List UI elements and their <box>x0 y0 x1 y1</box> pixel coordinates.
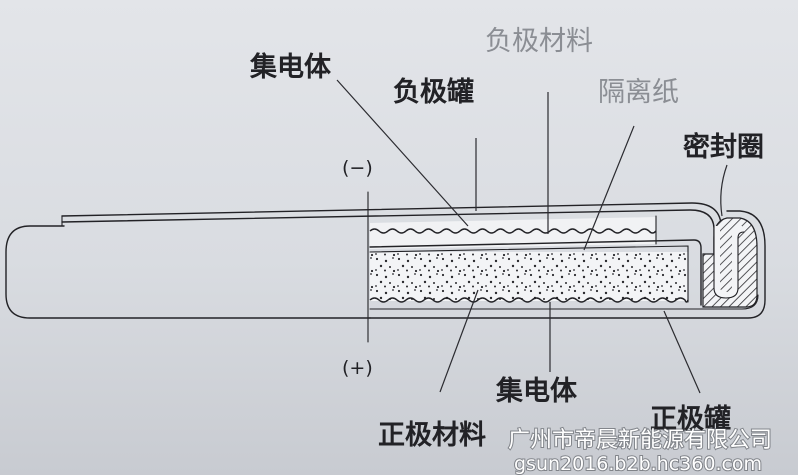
leader-collector-top <box>336 79 469 227</box>
cell-left-end <box>5 225 371 319</box>
watermark-url: gsun2016.b2b.hc360.com <box>514 453 762 475</box>
positive-can-inner-wall <box>369 294 759 310</box>
label-positive-terminal: (+) <box>342 357 373 379</box>
negative-material-region <box>370 217 656 249</box>
label-negative-terminal: (−) <box>342 157 373 179</box>
watermark-company: 广州市帝晨新能源有限公司 <box>508 428 772 453</box>
label-positive-material: 正极材料 <box>378 420 486 451</box>
label-collector-bottom: 集电体 <box>495 375 578 407</box>
leader-seal-ring <box>720 164 728 217</box>
label-collector-top: 集电体 <box>249 51 332 83</box>
leader-positive-material <box>439 289 479 393</box>
positive-material-region <box>370 252 688 301</box>
label-positive-can: 正极罐 <box>650 403 731 435</box>
leader-positive-can <box>663 310 701 394</box>
label-negative-material: 负极材料 <box>485 26 593 57</box>
label-negative-can: 负极罐 <box>393 76 474 108</box>
label-separator: 隔离纸 <box>598 77 679 108</box>
separator-lower-line <box>369 245 689 303</box>
label-seal-ring: 密封圈 <box>683 131 764 163</box>
negative-can-lip-outline <box>713 225 745 299</box>
negative-can-lip-fill <box>714 226 743 299</box>
leader-separator <box>583 125 635 251</box>
positive-current-collector-wave <box>369 297 689 303</box>
negative-current-collector-wave <box>369 228 657 234</box>
separator-upper-line <box>369 239 702 306</box>
positive-can-outer-wall <box>369 210 766 319</box>
